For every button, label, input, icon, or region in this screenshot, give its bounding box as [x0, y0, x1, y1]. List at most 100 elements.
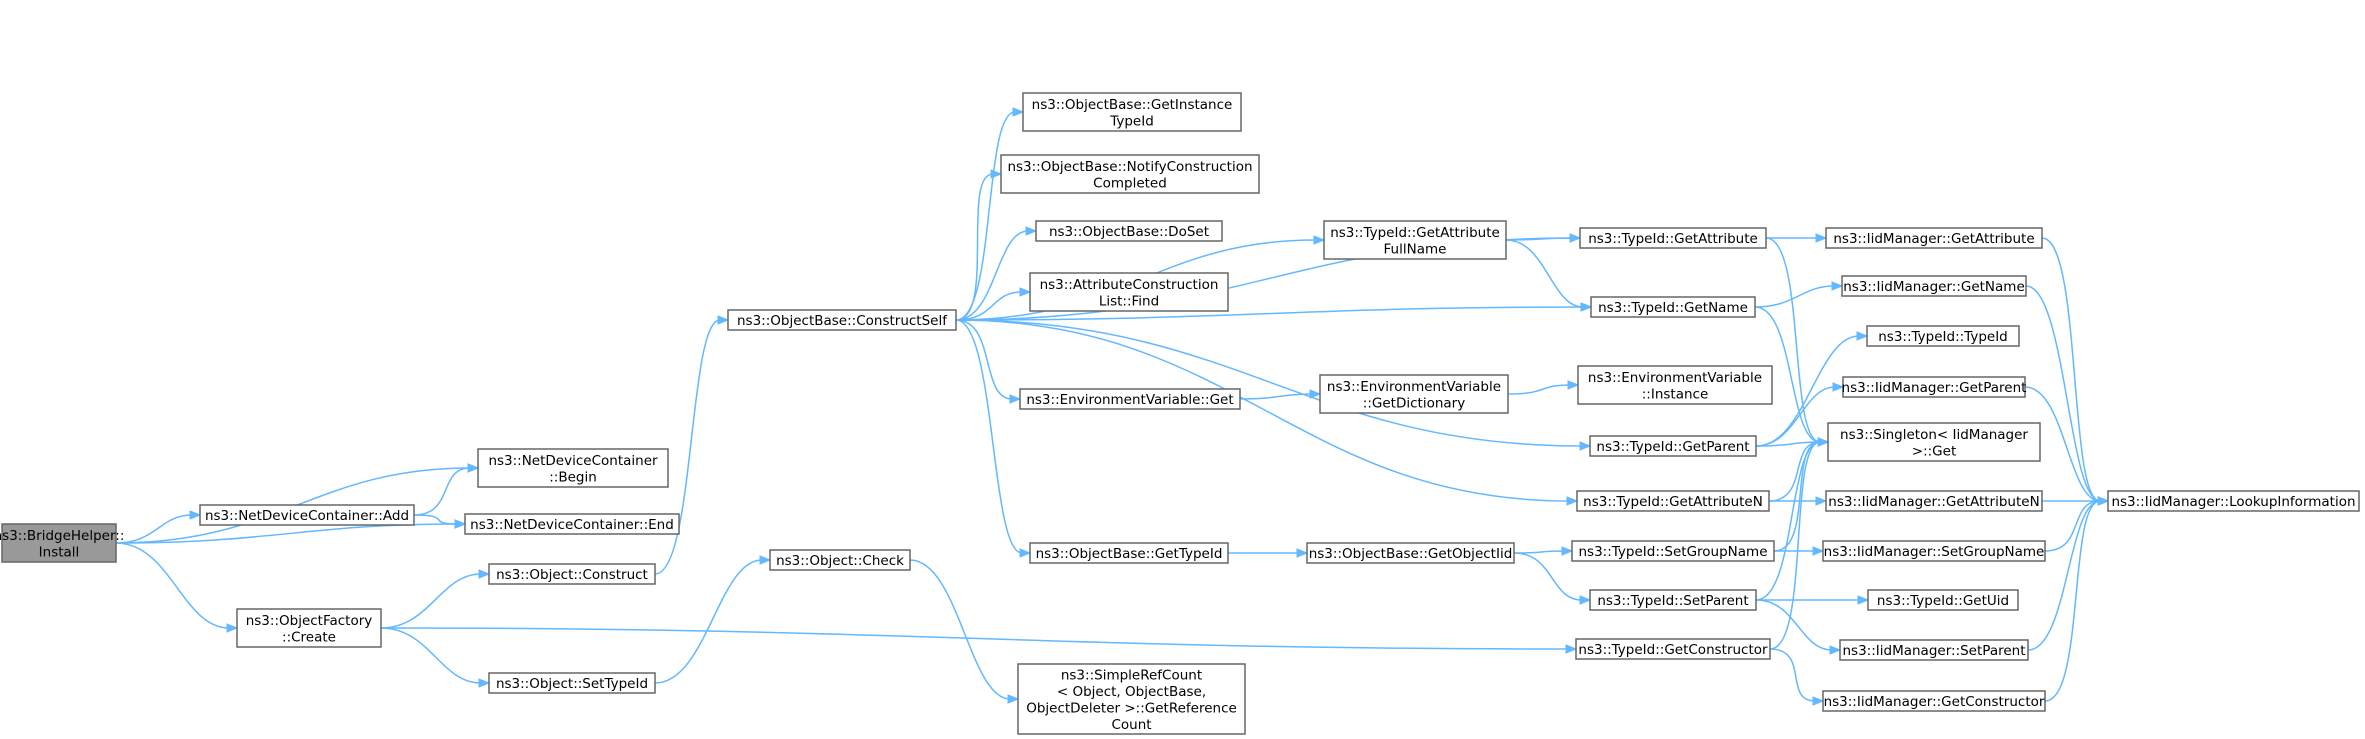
node-box — [1822, 540, 2046, 562]
edge-line — [654, 319, 721, 575]
edge-arrowhead — [1566, 496, 1579, 506]
node-box — [1323, 220, 1507, 260]
node-singleton_get[interactable]: ns3::Singleton< IidManager >::Get — [1827, 422, 2041, 462]
edges-layer — [115, 107, 2110, 706]
edge-line — [1239, 393, 1313, 400]
node-obj_construct[interactable]: ns3::Object::Construct — [488, 563, 656, 585]
node-iid_getattributen[interactable]: ns3::IidManager::GetAttributeN — [1825, 490, 2043, 512]
edge-arrowhead — [717, 315, 730, 325]
node-ob_gettypeid[interactable]: ns3::ObjectBase::GetTypeId — [1029, 542, 1229, 564]
edge-ev_get-to-ev_getdict — [1239, 389, 1322, 400]
node-label-line: >::Get — [1912, 443, 1956, 459]
edge-line — [1765, 237, 1821, 443]
edge-line — [115, 542, 230, 629]
node-tid_typeid[interactable]: ns3::TypeId::TypeId — [1866, 325, 2020, 347]
node-label-line: List::Find — [1099, 293, 1159, 309]
node-label-line: ns3::TypeId::GetAttribute — [1588, 231, 1758, 247]
node-iid_setgroupname[interactable]: ns3::IidManager::SetGroupName — [1822, 540, 2046, 562]
edge-line — [1754, 306, 1821, 443]
edge-arrowhead — [1012, 107, 1025, 117]
node-iid_setparent[interactable]: ns3::IidManager::SetParent — [1839, 639, 2029, 661]
node-ob_getobjectiid[interactable]: ns3::ObjectBase::GetObjectIid — [1306, 542, 1515, 564]
node-label-line: ns3::ObjectBase::ConstructSelf — [737, 313, 948, 329]
node-ndc_begin[interactable]: ns3::NetDeviceContainer::Begin — [477, 448, 669, 488]
node-label-line: ns3::TypeId::SetGroupName — [1578, 544, 1767, 560]
node-ob_doset[interactable]: ns3::ObjectBase::DoSet — [1035, 220, 1223, 242]
node-label-line: ObjectDeleter >::GetReference — [1026, 700, 1237, 716]
edge-arrowhead — [1815, 233, 1828, 243]
nodes-layer: ns3::BridgeHelper::Install ns3::NetDevice… — [0, 92, 2360, 735]
edge-line — [1507, 384, 1571, 395]
node-ndc_end[interactable]: ns3::NetDeviceContainer::End — [464, 513, 680, 535]
edge-line — [2041, 237, 2101, 502]
node-srefcount[interactable]: ns3::SimpleRefCount< Object, ObjectBase,… — [1017, 663, 1246, 735]
node-tid_setgroupname[interactable]: ns3::TypeId::SetGroupName — [1571, 540, 1775, 562]
node-label-line: ns3::TypeId::GetParent — [1596, 439, 1749, 455]
edge-arrowhead — [1025, 226, 1038, 236]
node-tid_getconstructor[interactable]: ns3::TypeId::GetConstructor — [1575, 638, 1771, 660]
edge-obj_settypeid-to-obj_check — [654, 555, 772, 684]
node-box — [1, 523, 117, 563]
node-box — [1029, 542, 1229, 564]
edge-tid_setparent-to-singleton_get — [1755, 437, 1830, 601]
node-tid_getattribute[interactable]: ns3::TypeId::GetAttribute — [1579, 227, 1767, 249]
edge-arrowhead — [1019, 548, 1032, 558]
node-label-line: ns3::Singleton< IidManager — [1840, 427, 2028, 443]
node-label-line: ns3::TypeId::GetName — [1598, 300, 1748, 316]
node-tid_getattributen[interactable]: ns3::TypeId::GetAttributeN — [1576, 490, 1770, 512]
node-ev_get[interactable]: ns3::EnvironmentVariable::Get — [1019, 388, 1241, 410]
node-box — [1571, 540, 1775, 562]
edge-tid_setparent-to-tid_getuid — [1755, 595, 1870, 605]
node-iid_getname[interactable]: ns3::IidManager::GetName — [1841, 275, 2027, 297]
edge-iid_getconstructor-to-iid_lookup — [2044, 496, 2110, 702]
node-iid_getconstructor[interactable]: ns3::IidManager::GetConstructor — [1822, 690, 2046, 712]
edge-line — [1769, 441, 1821, 650]
edge-tid_getattrfullname-to-tid_getname — [1505, 239, 1593, 312]
edge-of_create-to-obj_settypeid — [380, 627, 491, 688]
node-install[interactable]: ns3::BridgeHelper::Install — [0, 523, 124, 563]
node-tid_getparent[interactable]: ns3::TypeId::GetParent — [1589, 435, 1757, 457]
node-iid_getattribute[interactable]: ns3::IidManager::GetAttribute — [1825, 227, 2043, 249]
node-ev_instance[interactable]: ns3::EnvironmentVariable::Instance — [1577, 365, 1773, 405]
edge-arrowhead — [1296, 548, 1309, 558]
node-ev_getdict[interactable]: ns3::EnvironmentVariable::GetDictionary — [1319, 374, 1509, 414]
node-of_create[interactable]: ns3::ObjectFactory::Create — [236, 608, 382, 648]
node-box — [1867, 589, 2019, 611]
node-tid_getname[interactable]: ns3::TypeId::GetName — [1590, 296, 1756, 318]
edge-line — [1755, 441, 1821, 447]
edge-line — [2044, 500, 2101, 702]
node-box — [464, 513, 680, 535]
node-label-line: ns3::ObjectFactory — [246, 613, 373, 629]
edge-line — [2027, 500, 2101, 651]
node-tid_setparent[interactable]: ns3::TypeId::SetParent — [1589, 589, 1757, 611]
node-tid_getuid[interactable]: ns3::TypeId::GetUid — [1867, 589, 2019, 611]
node-box — [1827, 422, 2041, 462]
edge-line — [955, 319, 1013, 400]
edge-arrowhead — [1309, 389, 1322, 399]
node-label-line: ns3::IidManager::GetAttribute — [1833, 231, 2034, 247]
node-label-line: ns3::IidManager::GetName — [1843, 279, 2025, 295]
node-label-line: ns3::IidManager::GetParent — [1842, 380, 2027, 396]
node-obj_settypeid[interactable]: ns3::Object::SetTypeId — [488, 672, 656, 694]
edge-install-to-of_create — [115, 542, 239, 633]
node-ob_notify[interactable]: ns3::ObjectBase::NotifyConstructionCompl… — [1000, 154, 1260, 194]
edge-line — [2025, 285, 2101, 502]
edge-arrowhead — [1313, 235, 1326, 245]
node-box — [488, 672, 656, 694]
edge-ev_getdict-to-ev_instance — [1507, 380, 1580, 395]
edge-ob_constructself-to-ob_gettypeid — [955, 319, 1032, 558]
node-obj_check[interactable]: ns3::Object::Check — [769, 549, 911, 571]
node-iid_getparent[interactable]: ns3::IidManager::GetParent — [1842, 376, 2027, 398]
node-label-line: ns3::TypeId::GetUid — [1877, 593, 2009, 609]
node-iid_lookup[interactable]: ns3::IidManager::LookupInformation — [2107, 490, 2360, 512]
node-ob_constructself[interactable]: ns3::ObjectBase::ConstructSelf — [727, 309, 957, 331]
node-label-line: ns3::NetDeviceContainer::End — [470, 517, 674, 533]
node-label-line: ns3::ObjectBase::GetTypeId — [1036, 546, 1223, 562]
edge-arrowhead — [2097, 496, 2110, 506]
edge-arrowhead — [226, 623, 239, 633]
node-box — [1306, 542, 1515, 564]
node-ndc_add[interactable]: ns3::NetDeviceContainer::Add — [199, 504, 415, 526]
